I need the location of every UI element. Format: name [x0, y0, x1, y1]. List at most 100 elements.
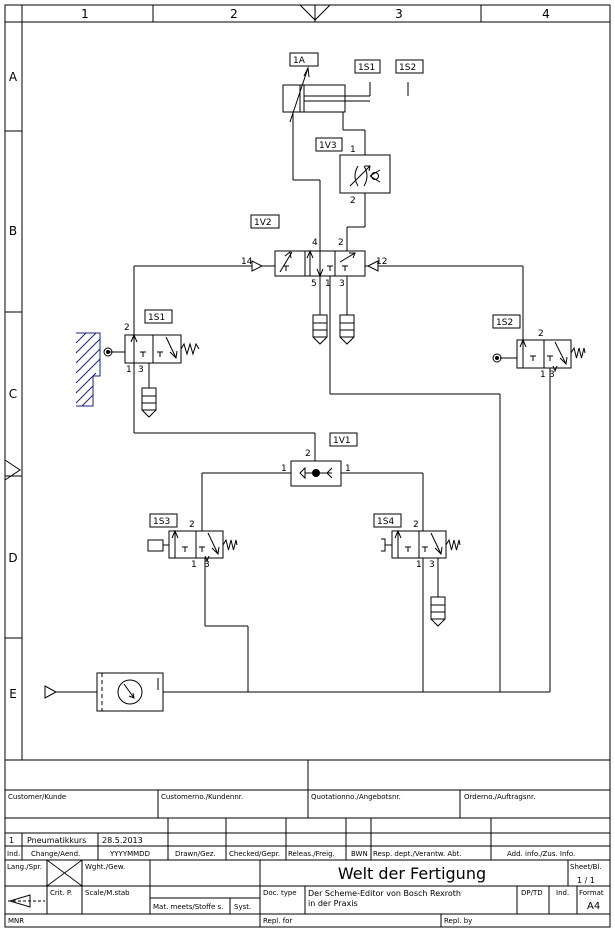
label-1s1: 1S1: [148, 313, 165, 323]
port-1s2-1: 1: [540, 370, 546, 380]
port-1s4-1: 1: [416, 560, 422, 570]
tb-resp-dept: Resp. dept./Verantw. Abt.: [373, 850, 462, 858]
port-1s1-1: 1: [126, 365, 132, 375]
tb-date-format: YYYYMMDD: [109, 850, 150, 858]
label-1s4: 1S4: [377, 517, 394, 527]
label-1s3: 1S3: [153, 517, 170, 527]
tb-rev-index: 1: [9, 836, 14, 845]
tb-mnr: MNR: [8, 917, 24, 925]
port-1s4-2: 2: [413, 520, 419, 530]
pilot-14: [251, 260, 275, 272]
grid-row-e: E: [9, 687, 17, 701]
air-supply-source: [44, 685, 97, 699]
label-1a: 1A: [293, 56, 306, 66]
tb-customer: Customer/Kunde: [8, 793, 66, 801]
tb-material: Mat. meets/Stoffe s.: [153, 903, 223, 911]
label-1v2: 1V2: [254, 218, 272, 228]
port-1s2-2: 2: [538, 329, 544, 339]
port-1v2-2: 2: [338, 238, 344, 248]
tag-1v2: [250, 214, 280, 229]
throttle-check-valve-1v3[interactable]: [339, 154, 391, 194]
port-1v2-14: 14: [241, 257, 253, 267]
roller-valve-1s1[interactable]: [103, 333, 200, 364]
tb-rev-name: Pneumatikkurs: [27, 836, 86, 845]
port-shuttle-1-right: 1: [345, 464, 351, 474]
tb-change: Change/Aend.: [31, 850, 80, 858]
label-1s2-top: 1S2: [399, 63, 416, 73]
grid-row-b: B: [9, 224, 17, 238]
tag-1v3: [315, 137, 343, 152]
grid-row-c: C: [9, 387, 17, 401]
grid-row-d: D: [8, 551, 17, 565]
grid-col-2: 2: [230, 7, 238, 21]
directional-valve-1v2[interactable]: [274, 249, 366, 278]
tb-lang: Lang./Spr.: [7, 863, 42, 871]
grid-row-a: A: [9, 70, 18, 84]
port-1s1-3: 3: [138, 365, 144, 375]
grid-col-3: 3: [395, 7, 403, 21]
port-1v2-5: 5: [311, 279, 317, 289]
tb-description-2: in der Praxis: [308, 899, 358, 908]
tag-1v1: [329, 432, 358, 447]
port-1v2-12: 12: [376, 257, 387, 267]
label-1v1: 1V1: [333, 436, 351, 446]
port-1v2-4: 4: [312, 238, 318, 248]
push-button-valve-1s4[interactable]: [381, 529, 461, 559]
silencer-1s1: [141, 387, 157, 418]
port-1v2-1: 1: [325, 279, 331, 289]
cam-surface: [75, 332, 101, 407]
grid-col-1: 1: [81, 7, 89, 21]
cylinder-1a[interactable]: [282, 66, 409, 123]
tb-format-label: Format: [579, 889, 604, 897]
port-1s3-1: 1: [191, 560, 197, 570]
tb-drawn: Drawn/Gez.: [175, 850, 216, 858]
port-1s3-3: 3: [204, 560, 210, 570]
tb-quotation-no: Quotationno./Angebotsnr.: [311, 793, 401, 801]
tb-doc-type: Doc. type: [263, 889, 297, 897]
tag-1a: [289, 52, 319, 67]
tag-1s1: [144, 309, 173, 324]
tb-crit: Crit. P.: [50, 889, 72, 897]
roller-valve-1s2[interactable]: [492, 338, 586, 373]
tb-ind2: Ind.: [556, 889, 569, 897]
tb-description-1: Der Scheme-Editor von Bosch Rexroth: [308, 889, 461, 898]
tb-sheet-label: Sheet/Bl.: [570, 863, 602, 871]
port-1v3-out: 2: [350, 196, 356, 206]
tb-syst: Syst.: [234, 903, 251, 911]
tb-sheet-value: 1 / 1: [577, 876, 595, 885]
port-1s1-2: 2: [124, 323, 130, 333]
tb-dp: DP/TD: [521, 889, 543, 897]
port-1s2-3: 3: [549, 370, 555, 380]
tag-1s4: [373, 513, 402, 528]
port-shuttle-1-left: 1: [281, 464, 287, 474]
silencer-1v2-5: [312, 314, 328, 345]
tag-1s1-top: [354, 59, 381, 74]
tb-customer-no: Customerno./Kundennr.: [161, 793, 243, 801]
port-shuttle-2: 2: [305, 449, 311, 459]
label-1s1-top: 1S1: [358, 63, 375, 73]
title-block: [5, 759, 610, 927]
pneumatic-lines: [133, 112, 551, 693]
port-1v3-in: 1: [350, 145, 356, 155]
shuttle-valve-1v1[interactable]: [290, 460, 342, 487]
tb-repl-by: Repl. by: [444, 917, 472, 925]
grid-col-4: 4: [542, 7, 550, 21]
tb-format-value: A4: [587, 901, 600, 912]
tag-1s2-top: [395, 59, 424, 74]
push-button-valve-1s3[interactable]: [147, 529, 238, 563]
port-1s3-2: 2: [189, 520, 195, 530]
tb-scale: Scale/M.stab: [85, 889, 130, 897]
tb-checked: Checked/Gepr.: [229, 850, 280, 858]
service-unit[interactable]: [96, 672, 164, 712]
tb-released: Releas./Freig.: [288, 850, 335, 858]
tb-title: Welt der Fertigung: [338, 864, 486, 883]
tb-add-info: Add. info./Zus. Info.: [507, 850, 575, 858]
label-1s2: 1S2: [496, 318, 513, 328]
tb-weight: Wght./Gew.: [85, 863, 125, 871]
silencer-1v2-3: [339, 314, 355, 345]
tag-1s2: [492, 314, 521, 329]
tb-order-no: Orderno./Auftragsnr.: [464, 793, 535, 801]
silencer-1s4: [430, 596, 446, 627]
tb-repl-for: Repl. for: [263, 917, 292, 925]
